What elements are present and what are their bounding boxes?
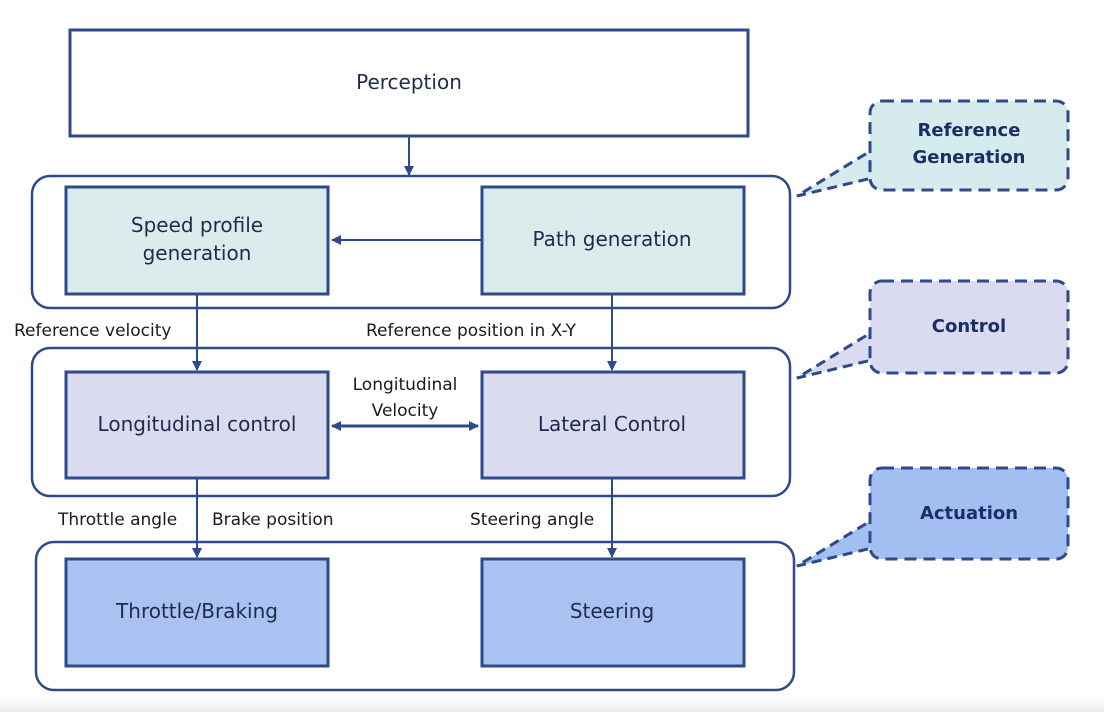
lateral-control-box — [480, 370, 746, 480]
callout-actuation-pointer — [796, 517, 874, 568]
perception-box — [68, 28, 750, 138]
steering-angle-label: Steering angle — [470, 510, 594, 530]
steering-label: Steering — [570, 599, 654, 623]
callout-actuation-label: Actuation — [920, 503, 1018, 524]
path-generation-box — [480, 185, 746, 296]
reference-position-label: Reference position in X-Y — [366, 321, 577, 341]
callout-reference-pointer — [796, 147, 874, 198]
longitudinal-velocity-label-line1: Longitudinal — [353, 375, 458, 395]
longitudinal-control-label: Longitudinal control — [98, 412, 297, 436]
speed-profile-label-line1: Speed profile — [131, 213, 263, 237]
actuation-group — [34, 540, 796, 692]
reference-generation-group — [30, 174, 792, 310]
lateral-control-label: Lateral Control — [538, 412, 686, 436]
throttle-braking-box — [64, 557, 330, 668]
control-group — [30, 346, 792, 498]
callout-control-pointer — [796, 329, 874, 380]
throttle-braking-label: Throttle/Braking — [115, 599, 278, 623]
brake-position-label: Brake position — [212, 510, 334, 530]
speed-profile-label-line2: generation — [143, 241, 252, 265]
reference-velocity-label: Reference velocity — [14, 321, 171, 341]
perception-label: Perception — [356, 70, 462, 94]
longitudinal-velocity-label-line2: Velocity — [372, 401, 439, 421]
bottom-edge-shade — [0, 698, 1104, 712]
callout-control-label: Control — [932, 316, 1006, 337]
longitudinal-control-box — [64, 370, 330, 480]
callout-reference-label-line2: Generation — [913, 147, 1026, 168]
throttle-angle-label: Throttle angle — [57, 510, 177, 530]
callout-actuation — [868, 466, 1070, 561]
callout-reference-label-line1: Reference — [918, 120, 1021, 141]
steering-box — [480, 557, 746, 668]
callout-control — [868, 279, 1070, 375]
path-generation-label: Path generation — [532, 227, 691, 251]
callout-reference-generation — [868, 99, 1070, 192]
